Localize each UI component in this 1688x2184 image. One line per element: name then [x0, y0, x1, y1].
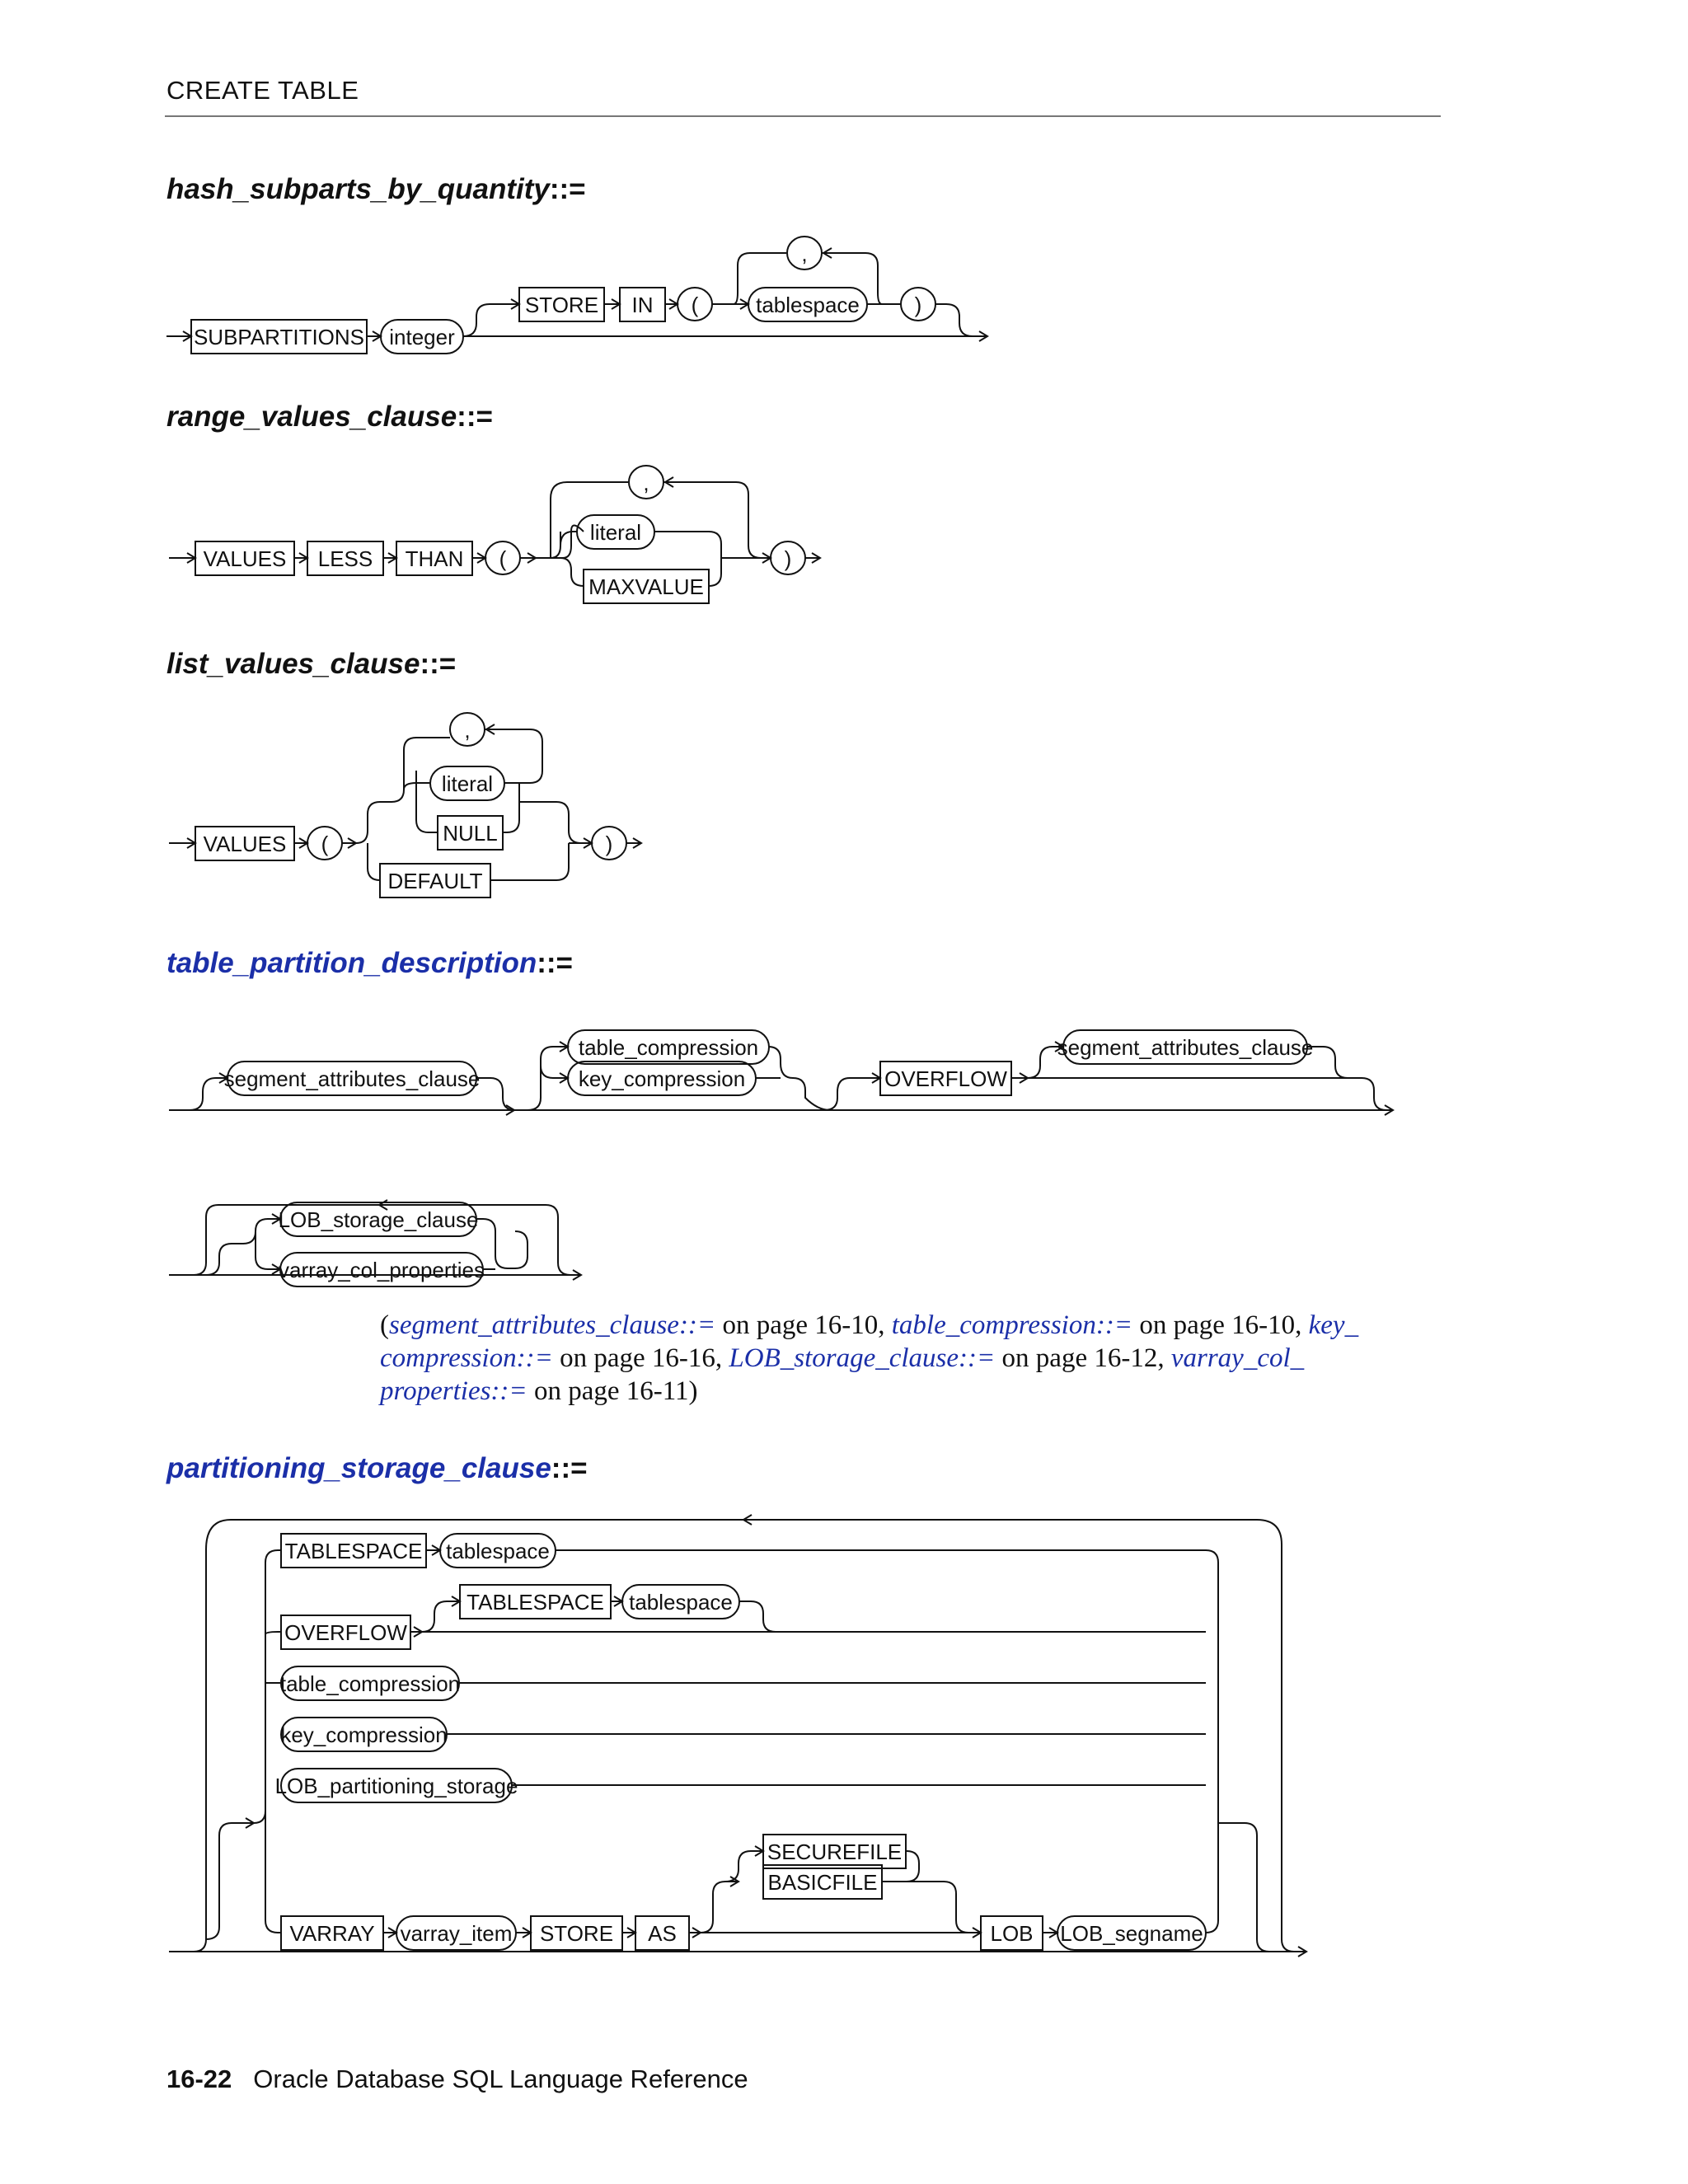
- token-values: VALUES: [204, 546, 287, 571]
- token-tablespace: tablespace: [446, 1539, 550, 1563]
- xref-page-text: on page 16-10,: [715, 1310, 892, 1340]
- header-rule: [165, 115, 1441, 117]
- token-basicfile: BASICFILE: [768, 1870, 878, 1895]
- token-rparen: ): [785, 546, 792, 571]
- xref-link-varray-col-properties[interactable]: varray_col_ properties::=: [380, 1343, 1305, 1406]
- token-literal: literal: [442, 771, 493, 796]
- token-lob-storage-clause: LOB_storage_clause: [279, 1207, 479, 1232]
- token-comma: ,: [643, 471, 649, 495]
- token-maxvalue: MAXVALUE: [588, 574, 704, 599]
- cross-reference-note: (segment_attributes_clause::= on page 16…: [380, 1309, 1418, 1408]
- production-suffix: ::=: [537, 947, 573, 979]
- production-title-table-partition-description[interactable]: table_partition_description::=: [166, 947, 573, 980]
- token-lob-partitioning-storage: LOB_partitioning_storage: [275, 1774, 518, 1798]
- token-in: IN: [632, 293, 654, 317]
- diagram-list-values-clause: VALUES ( literal NULL DEFAULT , ): [169, 712, 643, 898]
- token-comma: ,: [801, 241, 807, 266]
- production-name: list_values_clause: [166, 648, 420, 680]
- running-head: CREATE TABLE: [166, 76, 359, 105]
- xref-page-text: on page 16-10,: [1132, 1310, 1309, 1340]
- production-name: range_values_clause: [166, 401, 457, 433]
- token-than: THAN: [406, 546, 464, 571]
- xref-page-text: on page 16-11: [527, 1376, 689, 1406]
- token-tablespace-2: tablespace: [629, 1590, 733, 1615]
- production-title-partitioning-storage-clause[interactable]: partitioning_storage_clause::=: [166, 1452, 588, 1485]
- token-tablespace: tablespace: [756, 293, 860, 317]
- token-integer: integer: [389, 325, 455, 349]
- production-name: hash_subparts_by_quantity: [166, 173, 550, 205]
- token-key-compression: key_compression: [579, 1066, 745, 1091]
- token-table-compression: table_compression: [579, 1035, 758, 1060]
- token-key-compression: key_compression: [280, 1722, 447, 1747]
- xref-link-lob-storage-clause[interactable]: LOB_storage_clause::=: [729, 1343, 996, 1373]
- token-less: LESS: [318, 546, 373, 571]
- xref-page-text: on page 16-12,: [995, 1343, 1171, 1373]
- token-securefile: SECUREFILE: [767, 1840, 902, 1864]
- diagram-range-values-clause: VALUES LESS THAN ( literal MAXVALUE , ): [169, 465, 822, 604]
- xref-link-segment-attributes-clause[interactable]: segment_attributes_clause::=: [389, 1310, 716, 1340]
- xref-page-text: on page 16-16,: [552, 1343, 729, 1373]
- production-suffix: ::=: [457, 401, 493, 433]
- diagram-partitioning-storage-clause: TABLESPACE tablespace OVERFLOW TABLESPAC…: [169, 1514, 1308, 1957]
- token-as: AS: [648, 1921, 677, 1946]
- production-suffix: ::=: [420, 648, 457, 680]
- token-rparen: ): [915, 293, 922, 317]
- production-name[interactable]: table_partition_description: [166, 947, 537, 979]
- production-title-hash-subparts: hash_subparts_by_quantity::=: [166, 173, 586, 206]
- token-lob-segname: LOB_segname: [1060, 1921, 1203, 1946]
- token-lob: LOB: [990, 1921, 1033, 1946]
- footer-page-number: 16-22: [166, 2064, 232, 2093]
- xref-close-paren: ): [688, 1376, 698, 1406]
- footer-book-title: Oracle Database SQL Language Reference: [253, 2064, 748, 2093]
- token-varray: VARRAY: [289, 1921, 374, 1946]
- token-tablespace-kw: TABLESPACE: [285, 1539, 423, 1563]
- token-null: NULL: [443, 821, 497, 846]
- page-footer: 16-22 Oracle Database SQL Language Refere…: [166, 2064, 748, 2094]
- diagram-table-partition-description: segment_attributes_clause table_compress…: [169, 1029, 1395, 1287]
- token-subpartitions: SUBPARTITIONS: [194, 325, 364, 349]
- token-lparen: (: [499, 546, 507, 571]
- token-values: VALUES: [204, 832, 287, 856]
- token-lparen: (: [692, 293, 699, 317]
- token-lparen: (: [321, 832, 329, 856]
- diagram-hash-subparts-by-quantity: SUBPARTITIONS integer STORE IN ( tablesp…: [166, 236, 989, 354]
- production-suffix: ::=: [551, 1452, 588, 1484]
- xref-open-paren: (: [380, 1310, 389, 1340]
- token-overflow: OVERFLOW: [884, 1066, 1007, 1091]
- token-store: STORE: [540, 1921, 613, 1946]
- token-default: DEFAULT: [387, 869, 482, 893]
- token-segment-attributes-clause-2: segment_attributes_clause: [1057, 1035, 1314, 1060]
- token-overflow: OVERFLOW: [284, 1620, 407, 1645]
- xref-link-table-compression[interactable]: table_compression::=: [891, 1310, 1133, 1340]
- token-varray-item: varray_item: [401, 1921, 513, 1946]
- token-literal: literal: [590, 520, 641, 545]
- token-varray-col-properties: varray_col_properties: [279, 1258, 485, 1282]
- token-table-compression: table_compression: [280, 1671, 460, 1696]
- token-tablespace-kw-2: TABLESPACE: [467, 1590, 604, 1615]
- token-store: STORE: [525, 293, 598, 317]
- token-segment-attributes-clause: segment_attributes_clause: [224, 1066, 481, 1091]
- xref-link-key-compression[interactable]: key_ compression::=: [380, 1310, 1359, 1373]
- production-title-list-values: list_values_clause::=: [166, 648, 456, 681]
- production-title-range-values: range_values_clause::=: [166, 401, 493, 434]
- production-name[interactable]: partitioning_storage_clause: [166, 1452, 551, 1484]
- production-suffix: ::=: [549, 173, 586, 205]
- token-comma: ,: [464, 718, 470, 743]
- token-rparen: ): [606, 832, 613, 856]
